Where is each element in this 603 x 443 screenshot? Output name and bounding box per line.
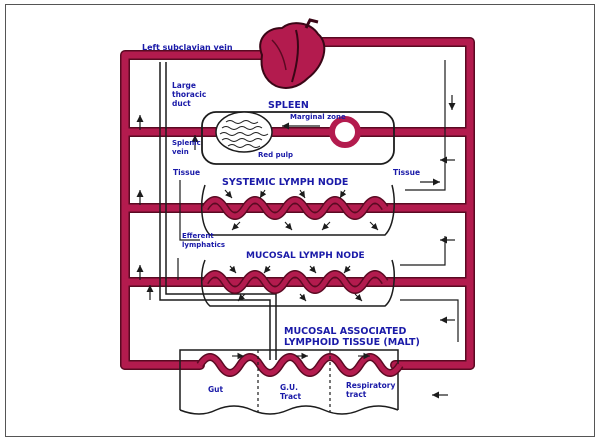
label-splenic-1: Splenic (172, 139, 201, 147)
label-tissue-left: Tissue (173, 168, 200, 177)
label-marginal-zone: Marginal zone (290, 113, 346, 121)
label-tissue-right: Tissue (393, 168, 420, 177)
label-gu-1: G.U. (280, 383, 298, 392)
label-respiratory-1: Respiratory (346, 381, 395, 390)
label-efferent-2: lymphatics (182, 241, 225, 249)
label-red-pulp: Red pulp (258, 151, 293, 159)
label-malt-2: LYMPHOID TISSUE (MALT) (284, 337, 420, 348)
label-gu-2: Tract (280, 392, 301, 401)
label-gut: Gut (208, 385, 223, 394)
label-subclavian: Left subclavian vein (142, 43, 233, 52)
label-spleen: SPLEEN (268, 100, 309, 111)
label-mucosal-lymph-node: MUCOSAL LYMPH NODE (246, 251, 365, 261)
label-thoracic-3: duct (172, 99, 191, 108)
diagram-labels: Left subclavian vein Large thoracic duct… (142, 43, 420, 401)
label-thoracic-1: Large (172, 81, 196, 90)
label-splenic-2: vein (172, 148, 189, 156)
heart-icon (260, 20, 324, 88)
label-respiratory-2: tract (346, 390, 367, 399)
label-malt-1: MUCOSAL ASSOCIATED (284, 326, 407, 337)
label-systemic-lymph-node: SYSTEMIC LYMPH NODE (222, 177, 348, 188)
label-efferent-1: Efferent (182, 232, 214, 240)
label-thoracic-2: thoracic (172, 90, 206, 99)
